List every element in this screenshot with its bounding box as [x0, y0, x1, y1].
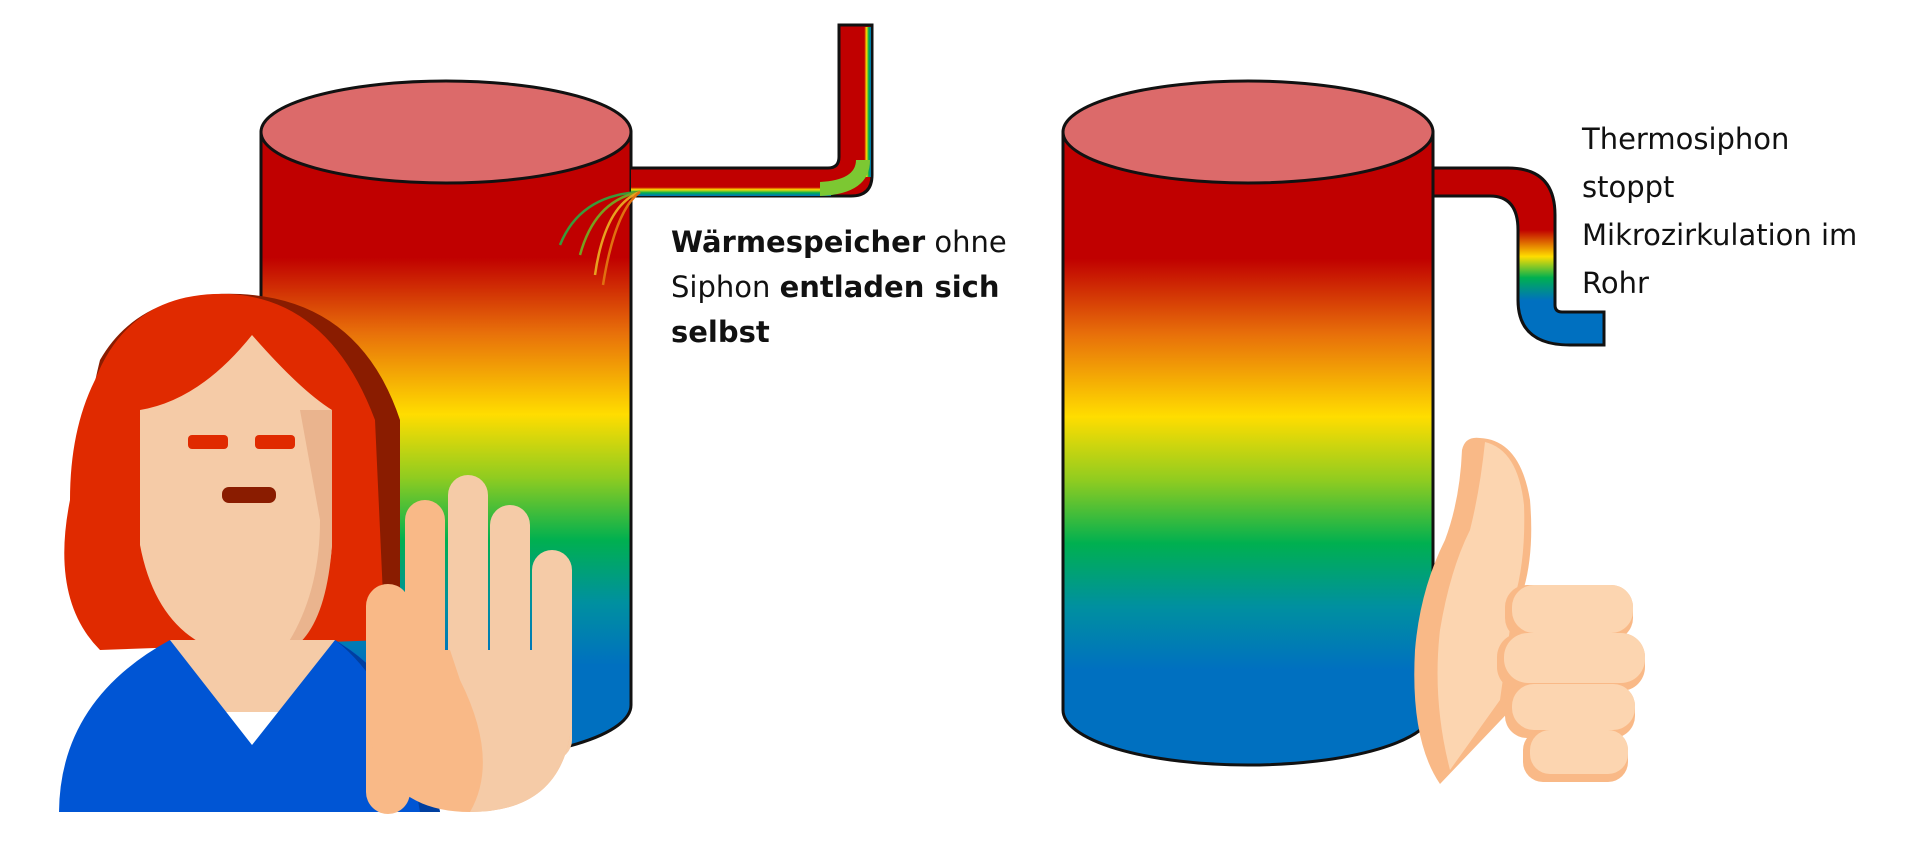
caption-bold-storage: Wärmespeicher	[671, 225, 926, 259]
right-pipe-thermosiphon	[1431, 166, 1606, 347]
right-caption: Thermosiphon stoppt Mikrozirkulation im …	[1582, 115, 1920, 307]
stop-hand-woman-icon	[59, 293, 572, 814]
right-storage-tank	[1061, 79, 1435, 767]
thumbs-up-icon	[1414, 437, 1645, 784]
caption-normal-text: ohne Siphon	[671, 225, 1007, 304]
caption-line: Rohr	[1582, 266, 1649, 300]
caption-bold-discharge: entladen sich selbst	[671, 270, 1000, 349]
caption-line: Mikrozirkulation im	[1582, 218, 1858, 252]
left-caption: Wärmespeicher ohne Siphon entladen sich …	[671, 220, 1041, 355]
caption-line: stoppt	[1582, 170, 1675, 204]
left-pipe-without-siphon	[631, 23, 874, 198]
caption-line: Thermosiphon	[1582, 122, 1790, 156]
microcirculation-streaks	[558, 190, 641, 286]
